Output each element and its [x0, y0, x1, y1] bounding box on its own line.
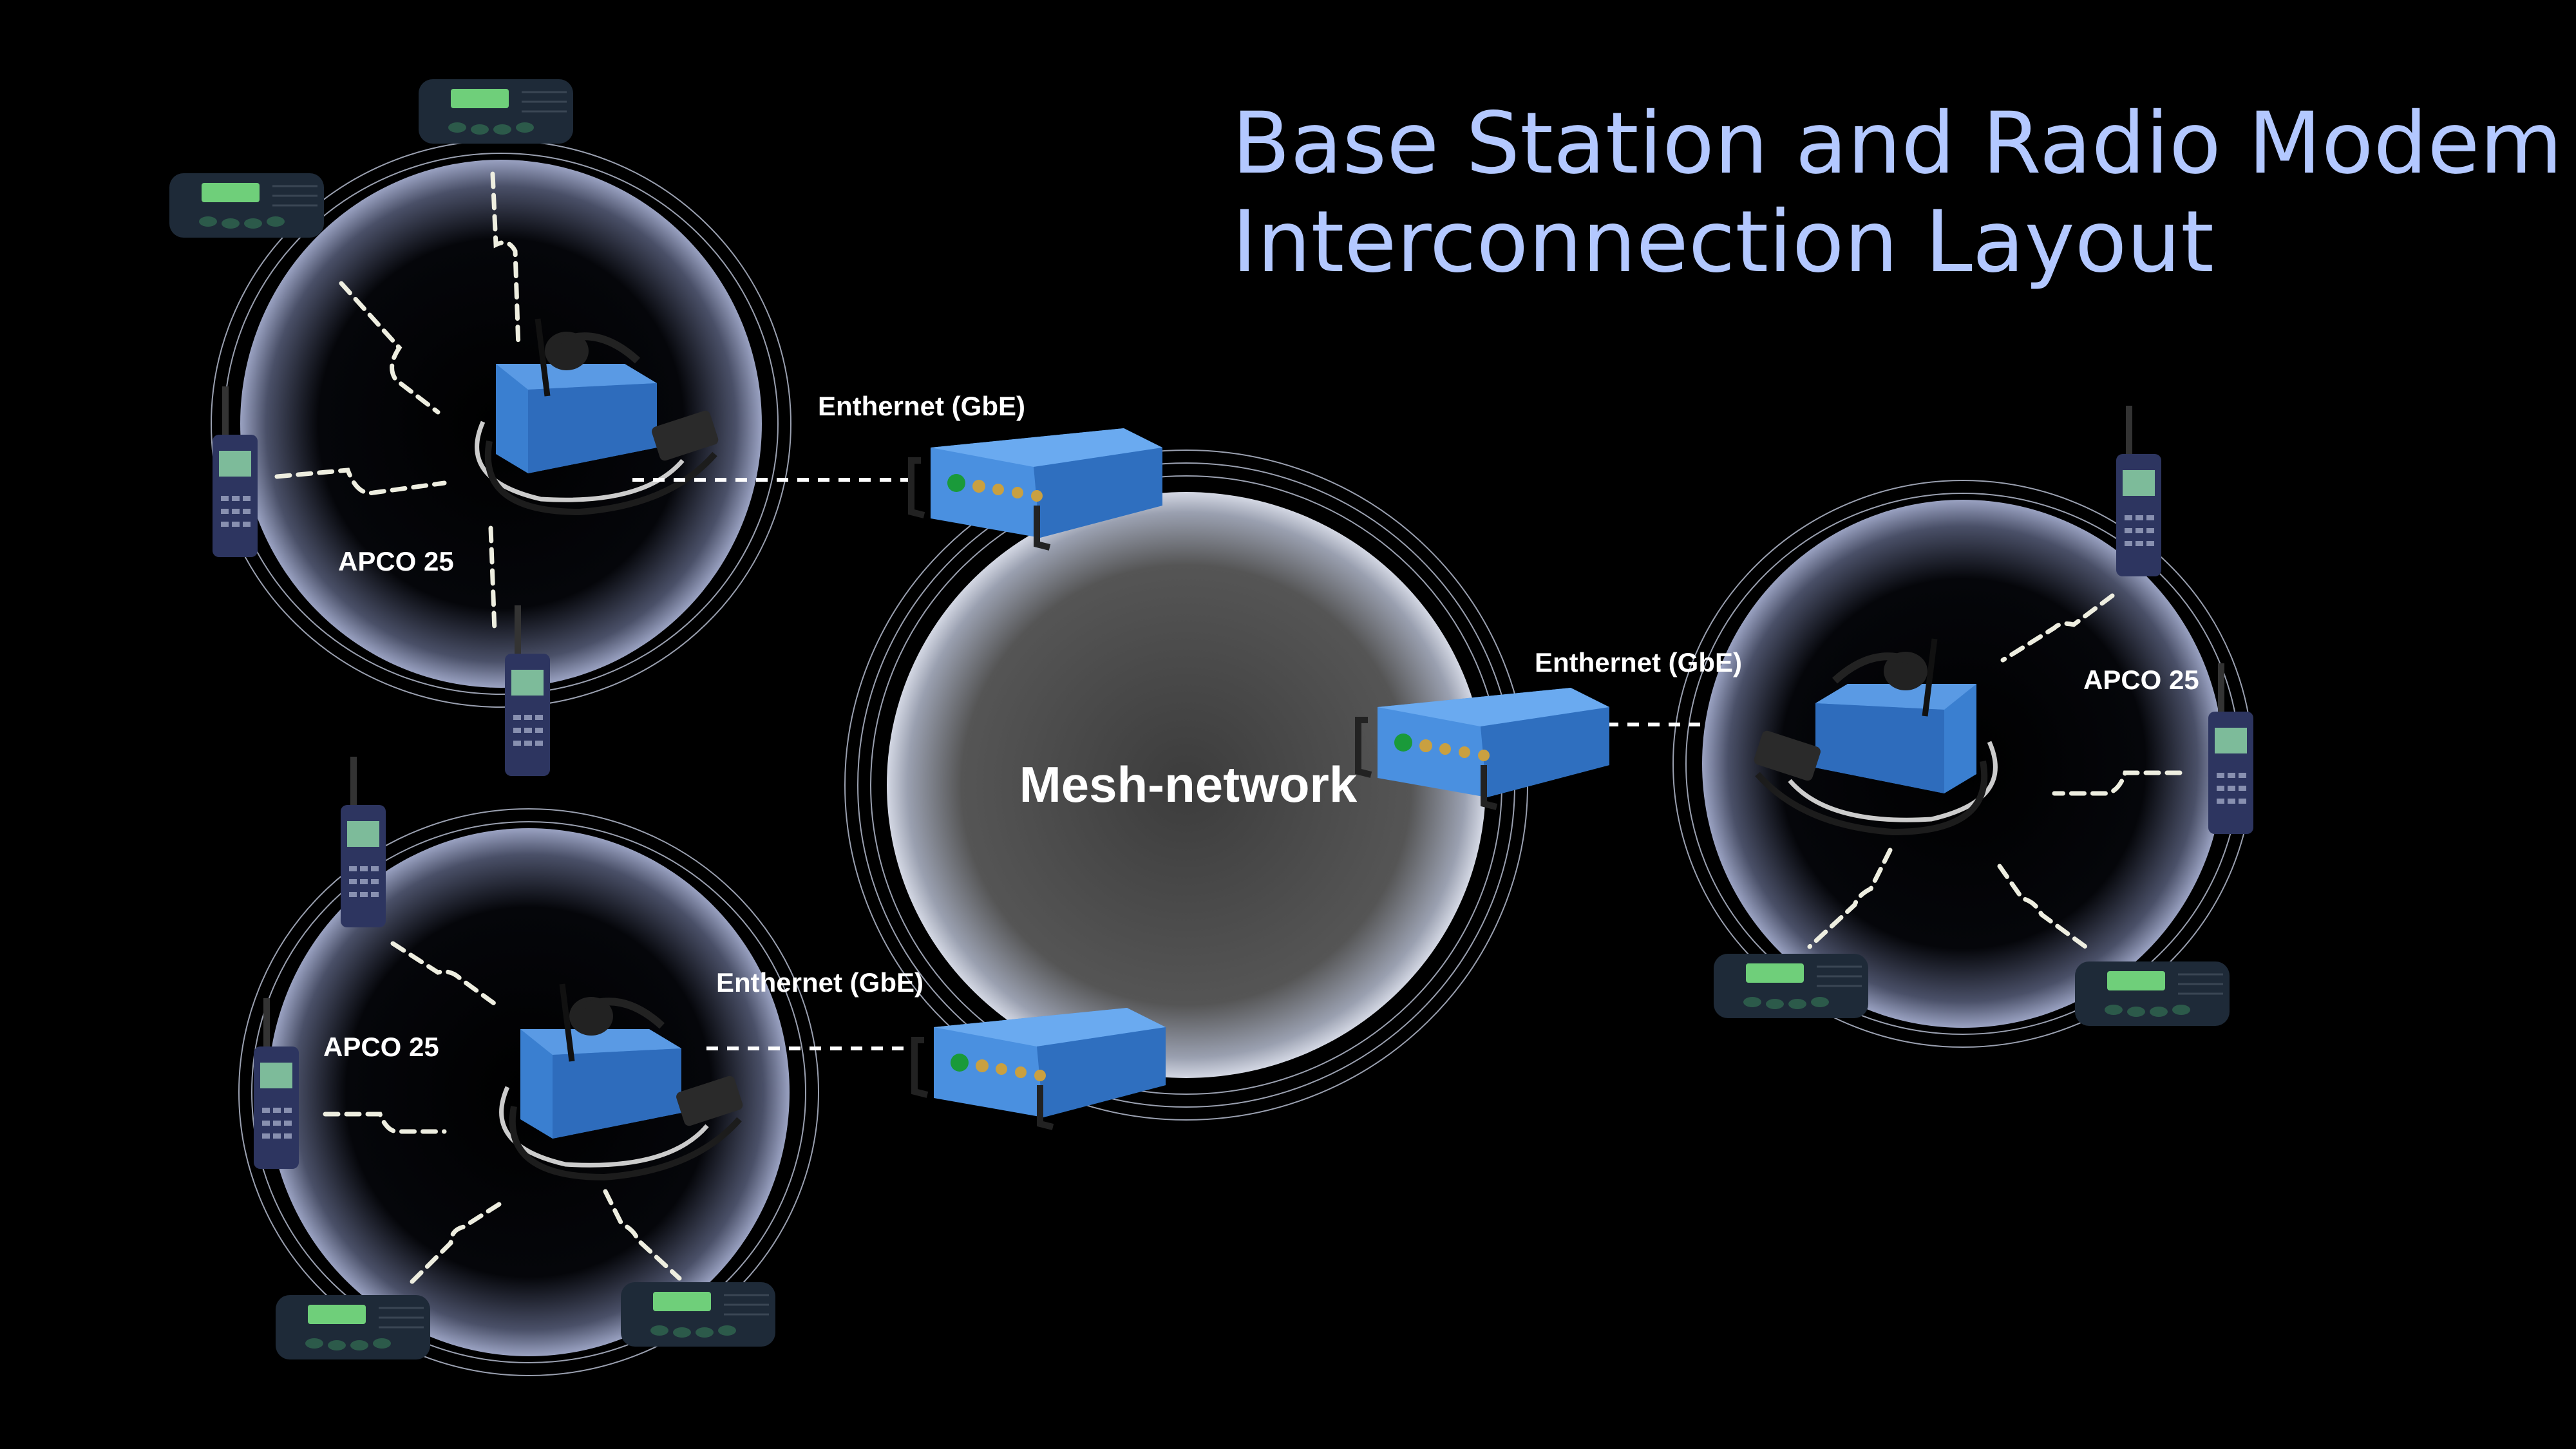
protocol-label: APCO 25	[2083, 665, 2199, 695]
title-line-2: Interconnection Layout	[1232, 193, 2214, 292]
cluster-right: APCO 25	[1672, 406, 2253, 1048]
handheld-radio-icon	[2208, 663, 2253, 834]
mobile-radio-icon	[417, 78, 574, 145]
handheld-radio-icon	[2116, 406, 2161, 576]
mobile-radio-icon	[1712, 952, 1870, 1019]
mobile-radio-icon	[2074, 960, 2231, 1027]
ethernet-label: Enthernet (GbE)	[818, 391, 1025, 421]
mesh-network-zone: Mesh-network	[844, 450, 1528, 1121]
protocol-label: APCO 25	[338, 546, 454, 576]
cluster-bottom-left: APCO 25	[238, 757, 819, 1376]
mobile-radio-icon	[168, 172, 325, 239]
mobile-radio-icon	[274, 1294, 431, 1361]
ethernet-label: Enthernet (GbE)	[716, 967, 923, 998]
title-line-1: Base Station and Radio Modem	[1232, 94, 2562, 193]
protocol-label: APCO 25	[323, 1032, 439, 1062]
radio-modem-icon	[914, 1008, 1166, 1127]
mesh-network-label: Mesh-network	[1019, 756, 1358, 813]
cluster-top-left: APCO 25	[168, 78, 791, 776]
handheld-radio-icon	[341, 757, 386, 927]
mobile-radio-icon	[620, 1281, 777, 1348]
ethernet-label: Enthernet (GbE)	[1535, 647, 1742, 677]
